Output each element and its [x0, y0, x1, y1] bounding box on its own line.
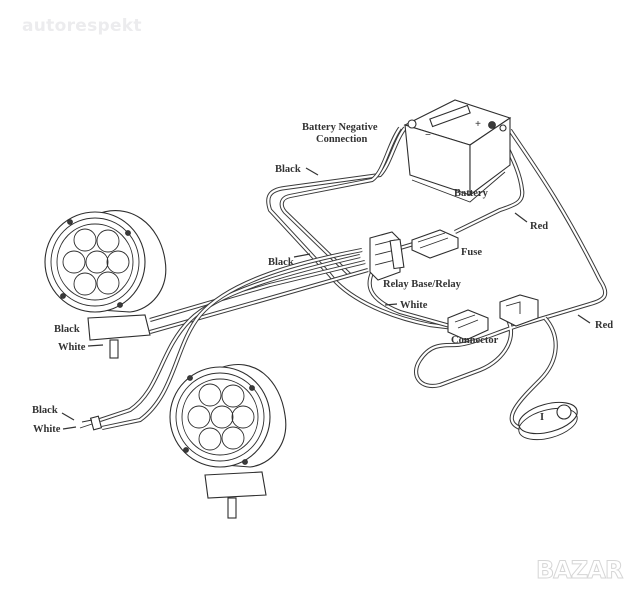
wire-red-switch [414, 128, 608, 389]
wire-lamp1-harness [149, 259, 369, 335]
label-red-fuse: Red [530, 221, 548, 232]
switch-symbol: I [540, 412, 544, 423]
loose-wire-end [79, 415, 103, 431]
led-work-light-2 [169, 363, 287, 519]
label-lamp2-white: White [33, 424, 61, 435]
led-cluster-1 [62, 228, 130, 296]
connector-male [499, 294, 539, 327]
label-white-relay: White [400, 300, 428, 311]
relay [369, 231, 405, 281]
label-black-ground: Black [275, 164, 301, 175]
led-cluster-2 [187, 383, 255, 451]
wire-black-ground [266, 126, 456, 331]
label-battery-negative-1: Battery Negative [302, 122, 378, 133]
label-lamp1-white: White [58, 342, 86, 353]
watermark-bazar: BAZAR [535, 556, 623, 585]
label-lamp1-black: Black [54, 324, 80, 335]
label-black-relay: Black [268, 257, 294, 268]
battery-positive-terminal: + [475, 119, 481, 130]
battery-negative-terminal: − [425, 130, 431, 141]
led-work-light-1 [44, 210, 167, 359]
wire-lamp2-harness [99, 247, 363, 431]
label-relay: Relay Base/Relay [383, 279, 462, 290]
wire-switch-cable [509, 316, 558, 430]
rocker-switch: I [518, 401, 578, 441]
label-fuse: Fuse [461, 247, 482, 258]
wire-harness [99, 126, 608, 431]
label-battery: Battery [454, 188, 489, 199]
label-connector: Connector [451, 335, 499, 346]
labels: Battery Negative Connection Black Batter… [32, 122, 613, 435]
label-red-switch: Red [595, 320, 613, 331]
label-lamp2-black: Black [32, 405, 58, 416]
connector-female [447, 309, 489, 341]
label-battery-negative-2: Connection [316, 134, 367, 145]
battery: − + [403, 99, 512, 203]
fuse [411, 229, 459, 259]
watermark-autorespekt: autorespekt [22, 16, 142, 36]
